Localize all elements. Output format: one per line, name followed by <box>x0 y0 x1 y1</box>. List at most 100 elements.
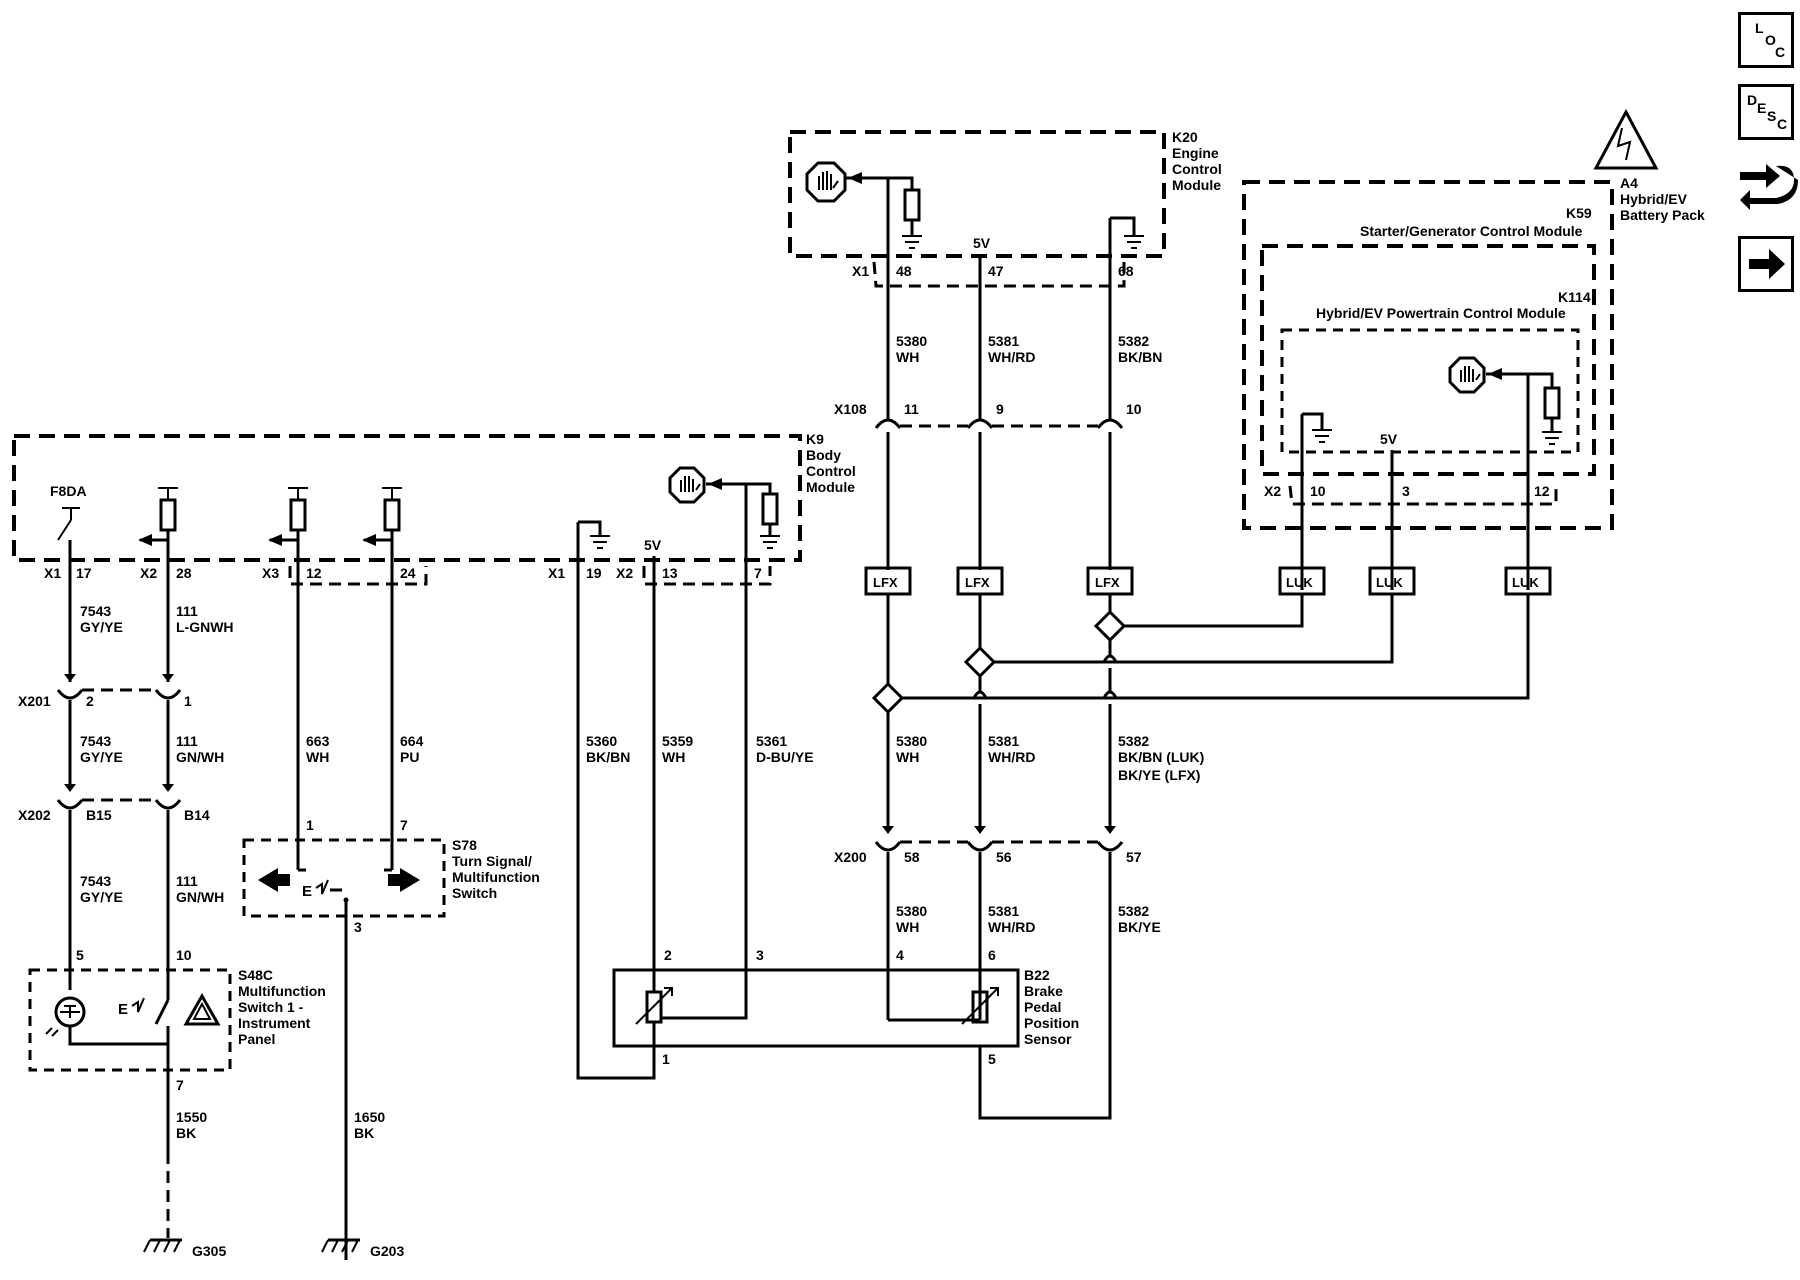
wire-label: Switch <box>452 885 497 901</box>
wire-label: Multifunction <box>238 983 326 999</box>
k20-line2: Engine <box>1172 145 1219 161</box>
wire-label: 5380 <box>896 733 927 749</box>
wire-label: WH <box>896 349 919 365</box>
wire-label: 2 <box>664 947 672 963</box>
wire-label: 7543 <box>80 603 111 619</box>
wire-label: 5382 <box>1118 333 1149 349</box>
location-button[interactable]: L O C <box>1738 12 1794 68</box>
ev-symbol: E <box>118 1001 128 1018</box>
wire-label: X3 <box>262 565 279 581</box>
desc-letter-s: S <box>1767 108 1777 124</box>
k20-line4: Module <box>1172 177 1221 193</box>
wire-label: X200 <box>834 849 867 865</box>
desc-letter-e: E <box>1757 100 1767 116</box>
connector-view-icon[interactable] <box>1736 154 1798 216</box>
wire-label: Hybrid/EV Powertrain Control Module <box>1316 305 1566 321</box>
a4-hybrid-battery-pack: A4 Hybrid/EV Battery Pack K59 Starter/Ge… <box>1242 108 1705 590</box>
wire-label: B15 <box>86 807 112 823</box>
wire-label: X108 <box>834 401 867 417</box>
wire-label: 2 <box>86 693 94 709</box>
hand-stop-icon <box>1448 356 1486 394</box>
ground-g203: G203 <box>321 1150 404 1259</box>
wire-label: 664 <box>400 733 424 749</box>
wire-label: GY/YE <box>80 889 123 905</box>
hand-stop-icon <box>668 466 706 504</box>
wire-label: X202 <box>18 807 51 823</box>
wire-label: 4 <box>896 947 904 963</box>
k9-body-control-module: K9 Body Control Module F8DA 5V <box>12 431 856 962</box>
wire-label: 5359 <box>662 733 693 749</box>
wire-label: 12 <box>1534 483 1550 499</box>
wire-label: 57 <box>1126 849 1142 865</box>
s78-wires: 663 WH 664 PU <box>306 733 424 765</box>
wire-label: GN/WH <box>176 749 224 765</box>
brake-wire-labels: 5360 BK/BN 5359 WH 5361 D-BU/YE <box>586 733 814 765</box>
wire-label: X2 <box>616 565 633 581</box>
wire-label: BK/BN <box>586 749 630 765</box>
s78-turn-signal-switch: S78 Turn Signal/ Multifunction Switch 1 … <box>242 817 540 1260</box>
wire-label: 10 <box>1310 483 1326 499</box>
wire-label: D-BU/YE <box>756 749 814 765</box>
wire-label: 5380 <box>896 333 927 349</box>
wire-label: 5 <box>76 947 84 963</box>
wire-label: Starter/Generator Control Module <box>1360 223 1583 239</box>
wire-label: 663 <box>306 733 330 749</box>
wire-label: WH/RD <box>988 919 1035 935</box>
wire-label: 5V <box>644 537 662 553</box>
wire-label: WH/RD <box>988 749 1035 765</box>
wire-label: 7543 <box>80 733 111 749</box>
ground-g305: G305 <box>143 1238 226 1259</box>
wire-label: 5381 <box>988 733 1019 749</box>
wire-label: 56 <box>996 849 1012 865</box>
wire-label: 1 <box>662 1051 670 1067</box>
wire-label: WH <box>662 749 685 765</box>
wire-label: Sensor <box>1024 1031 1072 1047</box>
ev-symbol: E <box>302 883 312 900</box>
wire-label: 48 <box>896 263 912 279</box>
wire-label: 3 <box>354 919 362 935</box>
wire-label: BK <box>176 1125 196 1141</box>
desc-letter-c: C <box>1777 116 1788 132</box>
wire-label: 7 <box>754 565 762 581</box>
wire-label: WH/RD <box>988 349 1035 365</box>
option-boxes: LFX LFX LFX LUK LUK LUK 5380 WH 5381 W <box>864 566 1552 828</box>
x200-connector: X200 58 56 57 5380 WH 5381 WH/RD 5382 BK… <box>834 826 1161 1120</box>
k20-id: K20 <box>1172 129 1198 145</box>
wire-label: 5381 <box>988 333 1019 349</box>
wire-label: 3 <box>1402 483 1410 499</box>
arrow-right-icon <box>388 868 420 892</box>
wire-label: LFX <box>873 575 898 590</box>
wire-label: Position <box>1024 1015 1079 1031</box>
wire-label: Battery Pack <box>1620 207 1705 223</box>
wire-label: Multifunction <box>452 869 540 885</box>
wire-label: 19 <box>586 565 602 581</box>
wire-label: 58 <box>904 849 920 865</box>
wire-label: Pedal <box>1024 999 1061 1015</box>
wire-label: 5382 <box>1118 733 1149 749</box>
arrow-left-icon <box>258 868 290 892</box>
loc-letter-l: L <box>1755 20 1764 36</box>
wire-label: 7543 <box>80 873 111 889</box>
description-button[interactable]: D E S C <box>1738 84 1794 140</box>
wire-label: 111 <box>176 603 198 619</box>
wire-label: 10 <box>176 947 192 963</box>
loc-letter-c: C <box>1775 44 1786 60</box>
wire-label: Module <box>806 479 855 495</box>
wire-label: 28 <box>176 565 192 581</box>
wire-label: X2 <box>140 565 157 581</box>
wire-label: X1 <box>548 565 565 581</box>
wire-label: 1 <box>306 817 314 833</box>
wire-label: 5380 <box>896 903 927 919</box>
wire-label: L-GNWH <box>176 619 234 635</box>
next-page-button[interactable] <box>1738 236 1794 292</box>
wire-label: 1 <box>184 693 192 709</box>
wire-label: F8DA <box>50 483 87 499</box>
wire-label: 68 <box>1118 263 1134 279</box>
desc-letter-d: D <box>1747 92 1758 108</box>
wire-label: GY/YE <box>80 619 123 635</box>
wire-label: 7 <box>400 817 408 833</box>
wire-label: Brake <box>1024 983 1063 999</box>
k20-engine-control-module: K20 Engine Control Module 5V X1 48 47 68 <box>788 129 1222 288</box>
wire-label: G305 <box>192 1243 226 1259</box>
wire-label: A4 <box>1620 175 1638 191</box>
